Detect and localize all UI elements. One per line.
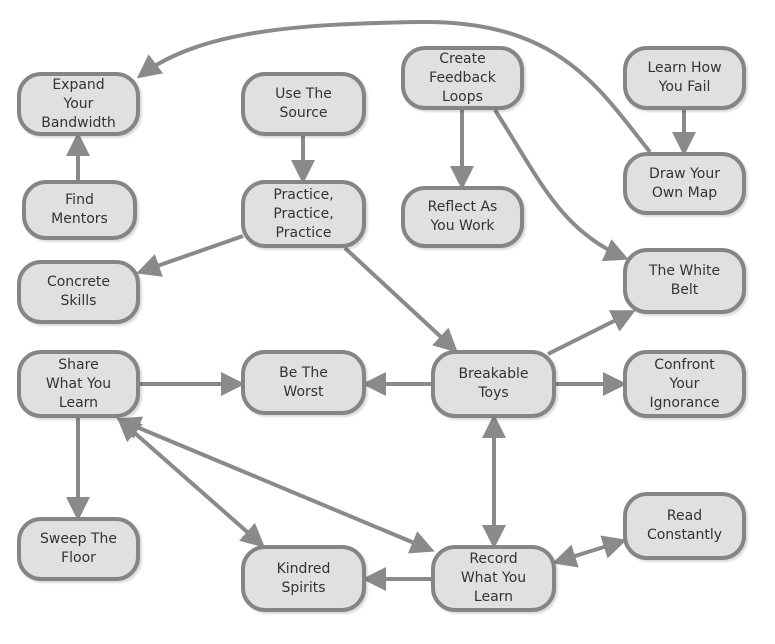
edge-feedback-to-white_belt (493, 108, 629, 262)
node-the-white-belt[interactable]: The White Belt (623, 248, 746, 314)
node-read-constantly[interactable]: Read Constantly (623, 492, 746, 560)
edge-record-to-share (116, 416, 435, 554)
node-expand-your-bandwidth[interactable]: Expand Your Bandwidth (17, 72, 140, 136)
edge-practice-to-concrete (136, 234, 244, 277)
node-concrete-skills[interactable]: Concrete Skills (17, 260, 140, 324)
node-record-what-you-learn[interactable]: Record What You Learn (431, 545, 556, 612)
edge-record-to-read (552, 535, 627, 568)
node-learn-how-you-fail[interactable]: Learn How You Fail (623, 46, 746, 110)
node-breakable-toys[interactable]: Breakable Toys (431, 350, 556, 418)
node-draw-your-own-map[interactable]: Draw Your Own Map (623, 152, 746, 215)
node-be-the-worst[interactable]: Be The Worst (241, 350, 366, 415)
edge-toys-to-white_belt (547, 310, 636, 356)
node-confront-your-ignorance[interactable]: Confront Your Ignorance (623, 350, 746, 418)
node-kindred-spirits[interactable]: Kindred Spirits (241, 545, 366, 612)
node-reflect-as-you-work[interactable]: Reflect As You Work (401, 186, 524, 248)
edge-kindred-to-share (116, 417, 266, 548)
edge-own_map-to-expand (136, 19, 652, 154)
node-practice[interactable]: Practice, Practice, Practice (241, 180, 366, 248)
node-sweep-the-floor[interactable]: Sweep The Floor (17, 517, 140, 581)
node-find-mentors[interactable]: Find Mentors (22, 180, 137, 240)
node-create-feedback-loops[interactable]: Create Feedback Loops (401, 46, 524, 110)
edge-practice-to-toys (343, 246, 458, 353)
node-use-the-source[interactable]: Use The Source (241, 72, 366, 136)
node-share-what-you-learn[interactable]: Share What You Learn (17, 350, 140, 418)
